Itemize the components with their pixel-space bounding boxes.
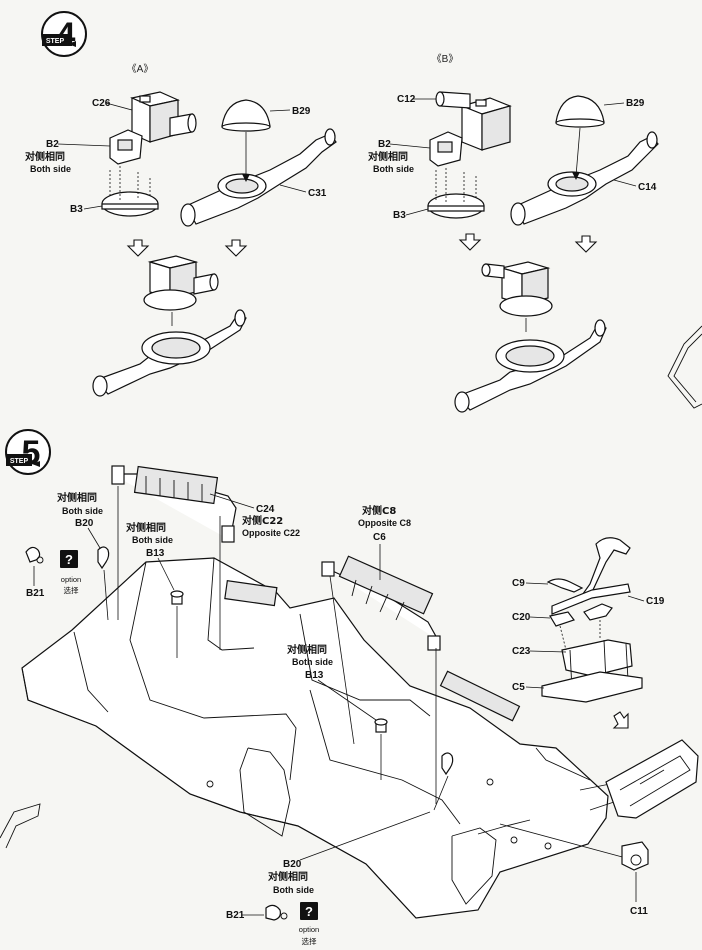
step-5-number: 5 <box>22 434 41 472</box>
edge-fragment-bottom <box>0 803 41 849</box>
part-b20-hook <box>433 752 454 811</box>
label-b29-b: B29 <box>626 98 645 109</box>
step-5-word: STEP <box>10 458 29 465</box>
part-b20-hook <box>97 546 110 621</box>
subassembly-b-heading: 《B》 <box>432 53 459 65</box>
hull-rack-mounts <box>224 580 521 722</box>
label-b20-left: B20 <box>75 518 94 529</box>
part-b2-bracket-a <box>109 129 143 165</box>
label-c9: C9 <box>512 578 525 589</box>
opposite-c8-cn: 对侧C8 <box>362 504 396 517</box>
option-en-bottom: option <box>299 925 319 934</box>
label-c11: C11 <box>630 906 648 917</box>
label-c23: C23 <box>512 646 531 657</box>
label-c6: C6 <box>373 532 386 543</box>
question-icon <box>300 902 318 920</box>
subassembly-a-heading: 《A》 <box>127 63 154 75</box>
part-b3-plate-b <box>427 168 485 219</box>
label-c14: C14 <box>638 182 657 193</box>
label-c5: C5 <box>512 682 525 693</box>
label-b29-a: B29 <box>292 106 311 117</box>
assembly-lines <box>117 486 627 859</box>
label-b13-center: B13 <box>305 670 324 681</box>
part-b13-pin <box>170 590 184 658</box>
part-b29-dome-a <box>221 99 271 132</box>
step5-labels: 对侧相同 Both side B20 对侧相同 Both side B13 C2… <box>57 491 431 895</box>
down-arrow-icon <box>126 239 150 257</box>
step-4-word: STEP <box>46 38 65 45</box>
both-side-en-center: Both side <box>292 657 333 667</box>
label-b21-left: B21 <box>26 588 45 599</box>
label-c20: C20 <box>512 612 531 623</box>
down-arrow-icon <box>458 233 482 251</box>
assembled-axle-a <box>92 309 247 397</box>
option-badge-bottom: ? <box>305 904 313 919</box>
option-left: B21 ? option 选择 <box>25 546 81 599</box>
opposite-c22-en: Opposite C22 <box>242 528 300 538</box>
assembled-winch-a <box>143 255 219 326</box>
step4a-labels: C26 B29 B2 对侧相同 Both side B3 C31 <box>25 98 327 215</box>
label-c26: C26 <box>92 98 111 109</box>
label-b21-bottom: B21 <box>226 910 245 921</box>
label-c31: C31 <box>308 188 327 199</box>
both-side-cn-b: 对侧相同 <box>368 150 408 163</box>
question-icon <box>60 550 78 568</box>
label-b2-b: B2 <box>378 139 391 150</box>
both-side-en-b: Both side <box>373 164 414 174</box>
option-cn-bottom: 选择 <box>302 936 317 946</box>
edge-fragment <box>667 325 702 409</box>
label-c24: C24 <box>256 504 275 515</box>
opposite-c8-en: Opposite C8 <box>358 518 411 528</box>
part-b3-plate-a <box>101 166 159 217</box>
part-b2-bracket-b <box>429 131 463 167</box>
label-b3-b: B3 <box>393 210 406 221</box>
stand-subassembly: C9 C20 C23 C5 C19 <box>512 537 665 703</box>
label-b20-bottom: B20 <box>283 859 302 870</box>
part-c31-axle-a <box>180 128 337 227</box>
part-b29-dome-b <box>555 95 605 128</box>
both-side-cn-mid: 对侧相同 <box>126 521 166 534</box>
both-side-en-left: Both side <box>62 506 103 516</box>
both-side-en-mid: Both side <box>132 535 173 545</box>
option-en-left: option <box>61 575 81 584</box>
option-badge-left: ? <box>65 552 73 567</box>
down-right-arrow-icon <box>612 711 629 729</box>
part-c12-box <box>435 91 512 151</box>
option-bottom: B21 ? option 选择 <box>226 902 319 946</box>
assembled-winch-b <box>481 261 553 332</box>
hull-body <box>21 557 609 919</box>
both-side-cn-a: 对侧相同 <box>25 150 65 163</box>
down-arrow-icon <box>224 239 248 257</box>
assembled-axle-b <box>454 319 607 413</box>
part-hatch-door <box>605 739 699 819</box>
part-c26-box <box>130 91 197 143</box>
label-b13-mid: B13 <box>146 548 165 559</box>
down-arrow-icon <box>574 235 598 253</box>
part-c24-rack <box>111 465 237 543</box>
both-side-cn-bottom: 对侧相同 <box>268 870 308 883</box>
label-c12: C12 <box>397 94 416 105</box>
part-c14-axle <box>510 127 659 226</box>
label-b2-a: B2 <box>46 139 59 150</box>
part-c6-rack <box>321 555 441 651</box>
option-cn-left: 选择 <box>64 585 79 595</box>
both-side-cn-center: 对侧相同 <box>287 643 327 656</box>
part-c11-bracket <box>621 841 649 871</box>
both-side-en-bottom: Both side <box>273 885 314 895</box>
label-c19: C19 <box>646 596 665 607</box>
step-5-badge: 5 STEP <box>5 429 51 475</box>
both-side-cn-left: 对侧相同 <box>57 491 97 504</box>
step-4-badge: 4 STEP <box>41 11 87 57</box>
both-side-en-a: Both side <box>30 164 71 174</box>
step4b-labels: C12 B29 B2 对侧相同 Both side B3 C14 <box>368 94 657 221</box>
part-b13-pin <box>374 718 388 780</box>
label-b3-a: B3 <box>70 204 83 215</box>
opposite-c22-cn: 对侧C22 <box>242 514 283 527</box>
